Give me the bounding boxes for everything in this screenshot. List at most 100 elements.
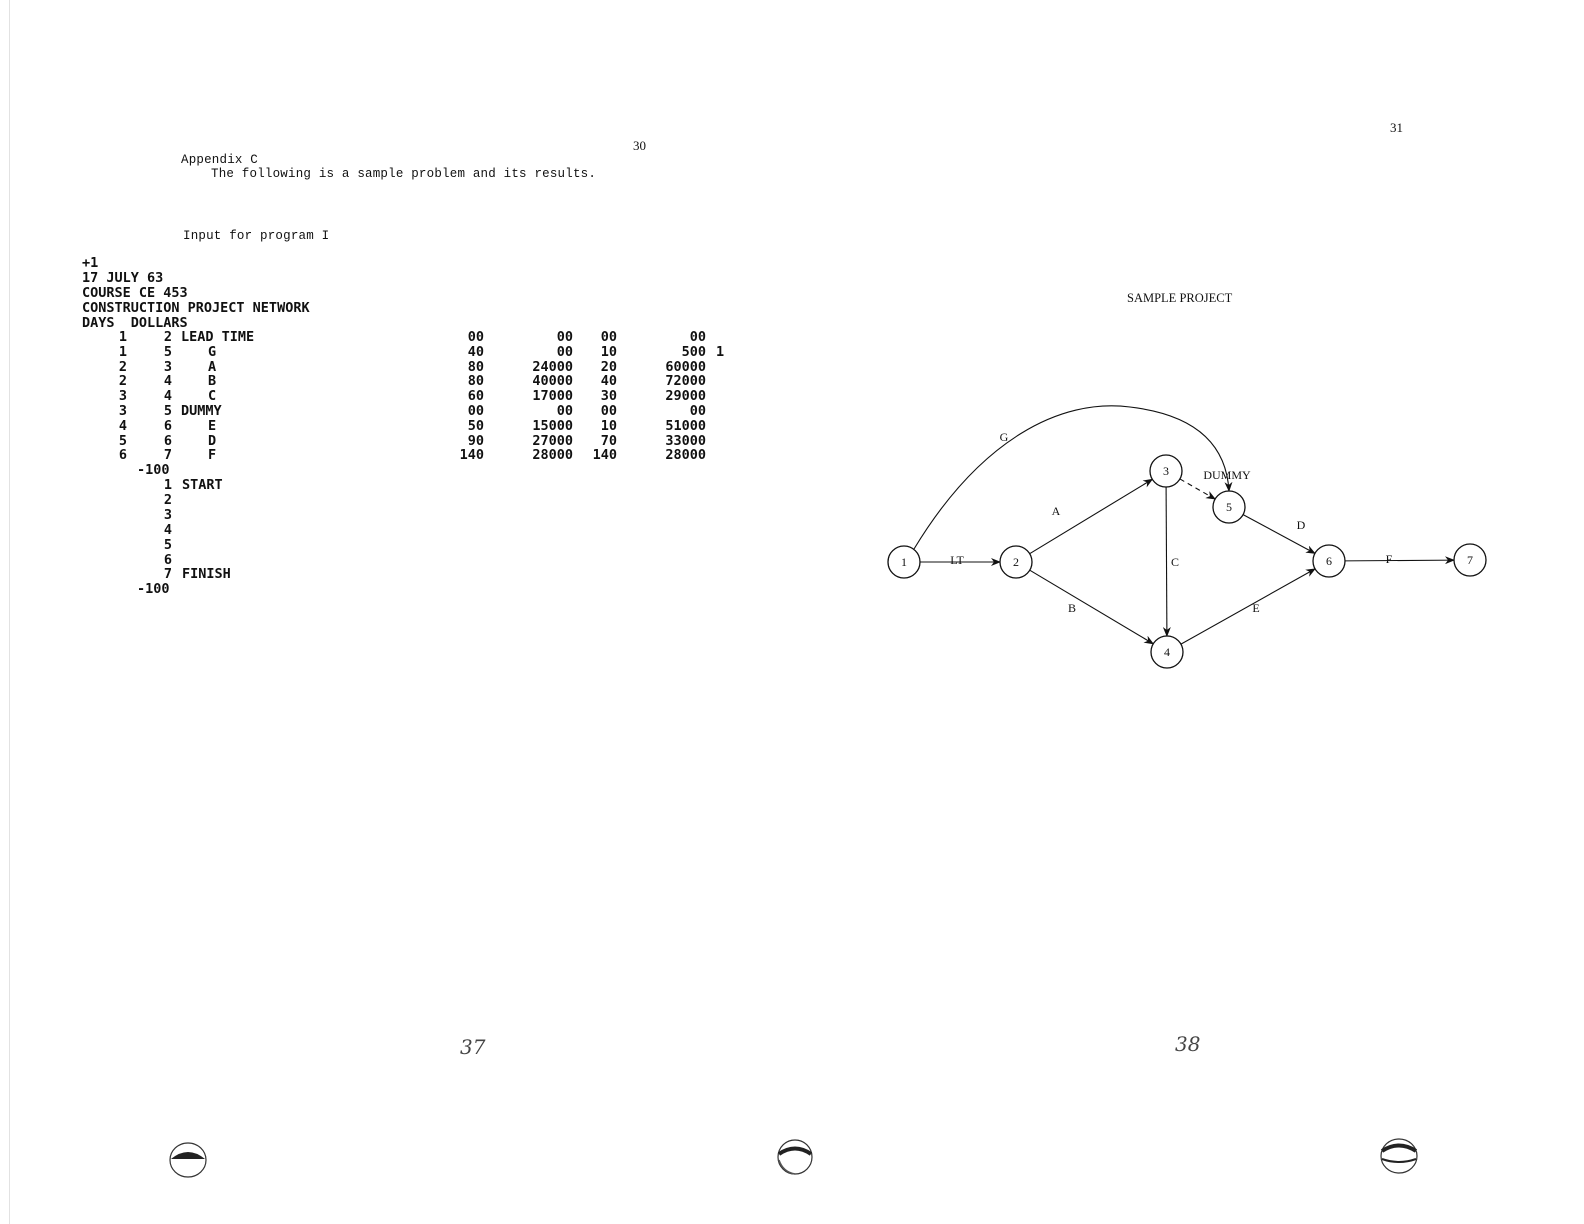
activity-normal-days: 60 bbox=[467, 388, 484, 405]
activity-crash-days: 70 bbox=[600, 432, 617, 449]
activity-normal-cost: 00 bbox=[556, 403, 573, 419]
activity-name: DUMMY bbox=[181, 403, 222, 419]
activity-start-event: 6 bbox=[118, 447, 127, 464]
activity-crash-days: 10 bbox=[600, 417, 617, 434]
activity-name: F bbox=[208, 447, 217, 464]
event-number: 7 bbox=[163, 566, 172, 583]
printout-header-line: DAYS DOLLARS bbox=[82, 315, 188, 331]
activity-end-event: 5 bbox=[163, 403, 172, 419]
activity-start-event: 3 bbox=[118, 403, 127, 419]
activity-normal-days: 50 bbox=[467, 417, 484, 434]
printout-header-line: CONSTRUCTION PROJECT NETWORK bbox=[82, 300, 310, 316]
terminator-2: -100 bbox=[137, 581, 170, 597]
node-label: 2 bbox=[1013, 555, 1019, 569]
node-label: 5 bbox=[1226, 500, 1232, 514]
activity-normal-days: 00 bbox=[467, 403, 484, 419]
activity-name: D bbox=[208, 432, 217, 449]
event-number: 2 bbox=[163, 491, 172, 508]
page-number-left: 30 bbox=[633, 138, 646, 153]
activity-end-event: 3 bbox=[163, 358, 172, 375]
activity-crash-days: 140 bbox=[592, 447, 617, 464]
activity-name: C bbox=[208, 388, 217, 405]
node-label: 1 bbox=[901, 555, 907, 569]
activity-end-event: 6 bbox=[163, 432, 172, 449]
activity-normal-cost: 24000 bbox=[532, 358, 573, 375]
event-number: 6 bbox=[163, 551, 172, 568]
edge-label: G bbox=[1000, 430, 1009, 444]
activity-name: G bbox=[208, 343, 217, 360]
activity-crash-days: 30 bbox=[600, 388, 617, 405]
activity-crash-cost: 72000 bbox=[665, 373, 706, 390]
edge-label: D bbox=[1297, 518, 1306, 532]
punch-hole-right bbox=[1380, 1138, 1418, 1174]
activity-name: A bbox=[208, 358, 217, 375]
activity-name: LEAD TIME bbox=[181, 329, 255, 345]
activity-crash-cost: 00 bbox=[689, 403, 706, 419]
network-node bbox=[999, 545, 1033, 579]
network-edge bbox=[1029, 569, 1155, 645]
activity-end-event: 4 bbox=[163, 388, 172, 405]
event-name: START bbox=[182, 477, 223, 493]
activity-normal-days: 80 bbox=[467, 358, 484, 375]
edge-label: A bbox=[1052, 504, 1061, 518]
network-edge bbox=[1180, 568, 1316, 645]
node-label: 3 bbox=[1163, 464, 1169, 478]
punch-hole-left bbox=[169, 1142, 207, 1178]
edge-label: LT bbox=[950, 553, 964, 567]
activity-end-event: 7 bbox=[163, 447, 172, 464]
edge-label: F bbox=[1386, 552, 1393, 566]
intro-text: The following is a sample problem and it… bbox=[211, 167, 597, 181]
activity-end-event: 5 bbox=[163, 343, 172, 360]
activity-name: B bbox=[208, 373, 217, 390]
network-edge bbox=[1179, 478, 1216, 500]
activity-crash-days: 00 bbox=[600, 403, 617, 419]
edge-label: C bbox=[1171, 555, 1179, 569]
network-node bbox=[1150, 635, 1184, 669]
activity-start-event: 2 bbox=[118, 373, 127, 390]
activity-normal-cost: 17000 bbox=[532, 388, 573, 405]
activity-normal-cost: 00 bbox=[556, 329, 573, 345]
activity-start-event: 5 bbox=[118, 432, 127, 449]
edge-label: E bbox=[1252, 601, 1259, 615]
activity-flag: 1 bbox=[716, 343, 725, 360]
node-label: 7 bbox=[1467, 553, 1473, 567]
activity-end-event: 6 bbox=[163, 417, 172, 434]
diagram-title: SAMPLE PROJECT bbox=[1127, 291, 1233, 305]
network-edge bbox=[913, 405, 1233, 550]
edge-label: DUMMY bbox=[1203, 468, 1251, 482]
activity-normal-cost: 27000 bbox=[532, 432, 573, 449]
network-node bbox=[1212, 490, 1246, 524]
network-node bbox=[1453, 543, 1487, 577]
network-edge bbox=[1029, 478, 1154, 555]
activity-start-event: 3 bbox=[118, 388, 127, 405]
activity-end-event: 4 bbox=[163, 373, 172, 390]
activity-normal-cost: 00 bbox=[556, 343, 573, 360]
network-node bbox=[1149, 454, 1183, 488]
activity-crash-cost: 28000 bbox=[665, 447, 706, 464]
activity-name: E bbox=[208, 417, 217, 434]
printout-header-line: +1 bbox=[82, 255, 99, 271]
terminator-1: -100 bbox=[137, 462, 170, 478]
network-node bbox=[1312, 544, 1346, 578]
network-edge bbox=[1344, 556, 1455, 565]
network-edge bbox=[1162, 486, 1171, 637]
punch-hole-center bbox=[777, 1139, 813, 1175]
event-number: 1 bbox=[163, 477, 172, 493]
appendix-title: Appendix C bbox=[181, 153, 259, 167]
handwritten-page-number-left: 37 bbox=[460, 1035, 486, 1059]
printout-header-line: COURSE CE 453 bbox=[82, 285, 188, 301]
event-number: 4 bbox=[163, 521, 172, 538]
event-name: FINISH bbox=[182, 566, 231, 583]
activity-normal-days: 00 bbox=[467, 329, 484, 345]
activity-crash-cost: 60000 bbox=[665, 358, 706, 375]
activity-crash-cost: 51000 bbox=[665, 417, 706, 434]
activity-end-event: 2 bbox=[163, 329, 172, 345]
network-edge bbox=[1242, 514, 1316, 554]
activity-start-event: 1 bbox=[118, 329, 127, 345]
activity-normal-cost: 40000 bbox=[532, 373, 573, 390]
activity-crash-cost: 00 bbox=[689, 329, 706, 345]
activity-start-event: 2 bbox=[118, 358, 127, 375]
page-margin-line bbox=[9, 0, 10, 1224]
activity-crash-cost: 33000 bbox=[665, 432, 706, 449]
activity-crash-days: 00 bbox=[600, 329, 617, 345]
